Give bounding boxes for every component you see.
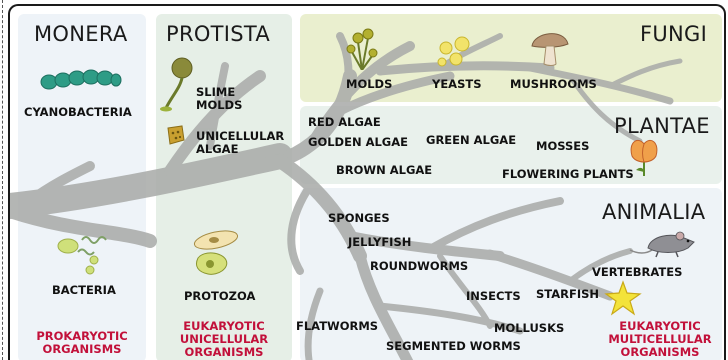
category-eukaryotic-unicellular: EUKARYOTIC UNICELLULAR ORGANISMS [166,320,282,359]
kingdom-title-fungi: FUNGI [640,22,707,46]
yeasts-icon [434,34,474,68]
label-unicellular-algae: UNICELLULAR ALGAE [196,130,284,156]
tree-of-life-diagram: MONERA PROTISTA FUNGI PLANTAE ANIMALIA C… [8,4,726,360]
kingdom-title-protista: PROTISTA [166,22,270,46]
mushroom-icon [528,26,572,68]
left-dashed-margin [2,0,3,360]
label-jellyfish: JELLYFISH [348,236,411,249]
label-protozoa: PROTOZOA [184,290,255,303]
bacteria-icon [54,228,114,278]
category-eukaryotic-unicellular-line3: ORGANISMS [166,346,282,359]
kingdom-title-animalia: ANIMALIA [602,200,705,224]
label-golden-algae: GOLDEN ALGAE [308,136,408,149]
label-mollusks: MOLLUSKS [494,322,564,335]
cyanobacteria-icon [40,66,122,92]
kingdom-title-monera: MONERA [34,22,128,46]
label-sponges: SPONGES [328,212,390,225]
label-bacteria: BACTERIA [52,284,116,297]
rat-icon [628,228,700,260]
label-brown-algae: BROWN ALGAE [336,164,432,177]
label-roundworms: ROUNDWORMS [370,260,468,273]
flower-icon [626,134,662,180]
label-cyanobacteria: CYANOBACTERIA [24,106,132,119]
label-red-algae: RED ALGAE [308,116,381,129]
label-flowering-plants: FLOWERING PLANTS [502,168,634,181]
label-segmented-worms: SEGMENTED WORMS [386,340,521,353]
label-unicellular-algae-line2: ALGAE [196,143,284,156]
label-insects: INSECTS [466,290,521,303]
molds-icon [344,26,380,70]
category-eukaryotic-multicellular-line3: ORGANISMS [602,346,718,359]
category-eukaryotic-multicellular: EUKARYOTIC MULTICELLULAR ORGANISMS [602,320,718,359]
unicellular-algae-icon [164,124,186,146]
protozoa-icon [188,228,240,280]
label-slime-molds-line2: MOLDS [196,99,242,112]
slime-mold-icon [158,54,196,112]
category-prokaryotic: PROKARYOTIC ORGANISMS [30,330,134,356]
label-slime-molds: SLIME MOLDS [196,86,242,112]
label-vertebrates: VERTEBRATES [592,266,682,279]
label-mosses: MOSSES [536,140,589,153]
label-mushrooms: MUSHROOMS [510,78,597,91]
label-starfish: STARFISH [536,288,599,301]
label-yeasts: YEASTS [432,78,482,91]
label-flatworms: FLATWORMS [296,320,378,333]
label-molds: MOLDS [346,78,392,91]
starfish-icon [604,280,642,316]
category-prokaryotic-line2: ORGANISMS [30,343,134,356]
label-green-algae: GREEN ALGAE [426,134,516,147]
